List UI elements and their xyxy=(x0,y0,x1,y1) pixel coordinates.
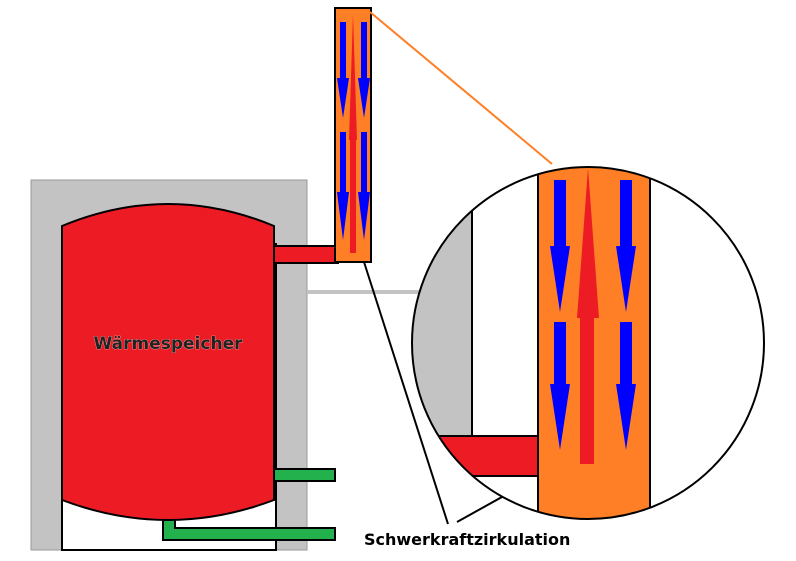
circulation-leader-line-riser xyxy=(363,261,449,525)
riser-down-arrow-left-top-icon xyxy=(337,22,349,118)
magnifier-ring xyxy=(411,166,765,520)
storage-unit: Wärmespeicher xyxy=(30,179,339,551)
storage-tank xyxy=(61,203,275,521)
lens-down-arrow-left-top-icon xyxy=(550,180,570,312)
lens-outlet-pipe xyxy=(412,435,539,477)
lens-down-arrow-right-bottom-icon xyxy=(616,322,636,450)
lens-up-arrow-icon xyxy=(577,168,599,318)
circulation-label: Schwerkraftzirkulation xyxy=(364,530,570,549)
outlet-pipe xyxy=(267,245,339,264)
riser-down-arrow-right-bottom-icon xyxy=(358,132,370,240)
connector-pipe-lower xyxy=(162,519,336,541)
riser-pipe xyxy=(334,7,372,263)
lens-housing-wall xyxy=(412,167,472,440)
lens-down-arrow-left-bottom-icon xyxy=(550,322,570,450)
storage-tank-label: Wärmespeicher xyxy=(94,334,244,354)
riser-up-arrow-icon xyxy=(349,14,357,140)
lens-down-arrow-right-top-icon xyxy=(616,180,636,312)
magnifier-lens xyxy=(411,166,765,520)
connector-pipe-upper xyxy=(273,468,336,482)
riser-down-arrow-right-top-icon xyxy=(358,22,370,118)
lens-up-arrow-shaft-icon xyxy=(580,312,594,464)
riser-down-arrow-left-bottom-icon xyxy=(337,132,349,240)
riser-up-arrow-shaft-icon xyxy=(350,135,356,253)
zoom-leader-line xyxy=(369,11,553,165)
